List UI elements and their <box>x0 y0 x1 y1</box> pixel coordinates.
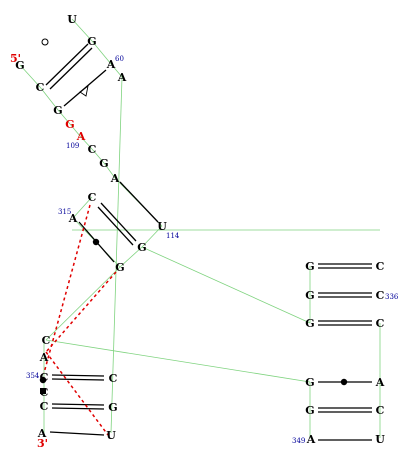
backbone-segment <box>110 76 123 434</box>
base-pair-bond <box>49 47 93 90</box>
nucleotide: G <box>305 260 314 273</box>
base-pair-bond <box>51 374 105 377</box>
nucleotide: G <box>15 59 24 72</box>
nucleotide: U <box>375 433 385 446</box>
nucleotide: G <box>99 157 108 170</box>
backbone-segment <box>141 246 311 324</box>
nucleotide: G <box>87 35 96 48</box>
index-label: 315 <box>58 208 71 216</box>
nucleotide: G <box>305 376 314 389</box>
base-pair-bond <box>51 407 105 410</box>
backbone-segment <box>71 18 93 42</box>
backbone-segment <box>19 64 41 88</box>
index-labels: 60 109 315 114 354 336 349 <box>26 55 399 445</box>
index-label: 349 <box>292 437 305 445</box>
nucleotide: A <box>117 71 127 84</box>
nucleotide: C <box>40 371 49 384</box>
nucleotide-highlighted: G <box>65 118 74 131</box>
nucleotide: A <box>306 433 316 446</box>
nucleotide: C <box>40 400 49 413</box>
nucleotide: C <box>109 372 118 385</box>
nucleotide: A <box>375 376 385 389</box>
tertiary-link <box>45 271 117 353</box>
nucleotide: C <box>376 260 385 273</box>
backbone-segment <box>79 135 93 150</box>
nucleotide: A <box>37 427 47 440</box>
backbone-segment <box>119 246 143 268</box>
tertiary-interactions <box>43 204 117 436</box>
nucleotide: C <box>376 289 385 302</box>
backbone-segment <box>57 109 71 125</box>
backbone-segment <box>39 86 59 111</box>
index-label: 354 <box>26 372 40 380</box>
nucleotide: C <box>88 191 97 204</box>
backbone-segment <box>91 40 112 65</box>
base-pair-bond <box>97 206 134 246</box>
backbone-segment <box>72 196 93 219</box>
nucleotide: G <box>305 317 314 330</box>
open-triangle-glyph <box>79 84 89 97</box>
five-prime-label: 5' <box>10 52 21 65</box>
base-pair-bond <box>49 431 105 436</box>
nucleotide: U <box>106 429 116 442</box>
backbone-segment <box>45 339 311 383</box>
index-label: 60 <box>115 55 124 63</box>
backbone-segment <box>69 123 81 137</box>
filled-circle-glyph <box>92 238 100 246</box>
nucleotide: C <box>36 81 45 94</box>
nucleotide: G <box>305 289 314 302</box>
nucleotide: A <box>68 212 78 225</box>
base-pair-lines <box>45 43 372 441</box>
base-pair-bond <box>119 181 159 223</box>
tertiary-link <box>43 204 91 374</box>
nucleotide: C <box>88 143 97 156</box>
nucleotide: G <box>305 404 314 417</box>
index-label: 114 <box>166 232 180 240</box>
nucleotide: C <box>376 404 385 417</box>
base-pair-bond <box>100 202 137 242</box>
filled-circle-glyph <box>340 378 348 386</box>
base-pair-bond <box>45 43 89 86</box>
nucleotide: G <box>53 104 62 117</box>
base-pair-bond <box>51 403 105 406</box>
backbone-segment <box>110 63 123 78</box>
nucleotide: A <box>39 351 49 364</box>
nucleotide: G <box>115 261 124 274</box>
backbone-segment <box>91 148 105 164</box>
backbone-segment <box>45 266 121 341</box>
backbone-segment <box>141 225 163 248</box>
nucleotide: U <box>67 13 77 26</box>
open-circle-glyph <box>41 38 49 46</box>
nucleotide: A <box>106 58 116 71</box>
base-pair-bond <box>51 378 105 381</box>
nucleotide: C <box>40 386 49 399</box>
nucleotide: G <box>108 401 117 414</box>
nucleotide: C <box>42 334 51 347</box>
backbone-segment <box>103 162 116 179</box>
nucleotide: G <box>137 241 146 254</box>
index-label: 109 <box>66 142 79 150</box>
tertiary-link <box>45 351 109 436</box>
nucleotide-highlighted: A <box>76 130 86 143</box>
nucleotide: A <box>110 172 120 185</box>
nucleotides: U G A A G C G G A C G A C A U G G C A C … <box>15 13 385 446</box>
filled-square-glyph <box>40 388 46 394</box>
nucleotide: U <box>157 220 167 233</box>
index-label: 336 <box>385 293 399 301</box>
nucleotide: C <box>376 317 385 330</box>
filled-circle-glyph <box>39 376 47 384</box>
three-prime-label: 3' <box>37 437 48 450</box>
